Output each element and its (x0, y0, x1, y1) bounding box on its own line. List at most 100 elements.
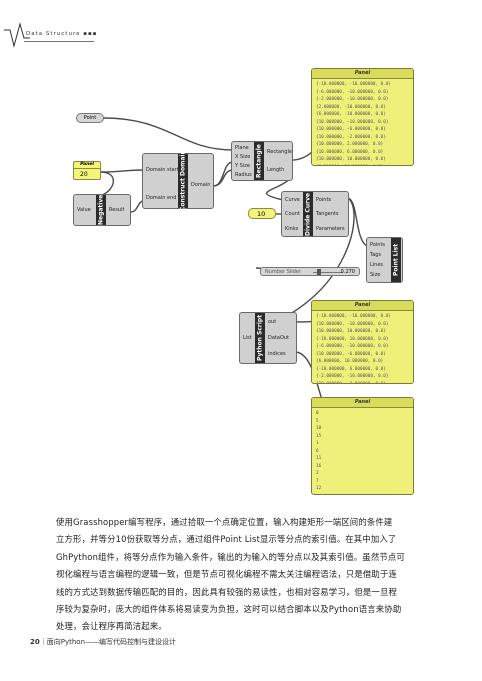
size-slider-label: Number Slider (265, 268, 301, 275)
rect-input-plane[interactable]: Plane (235, 145, 249, 151)
point-component[interactable]: Point (76, 113, 104, 123)
count-slider-value: 10 (257, 210, 266, 218)
panel-row: {6.000000, -10.000000, 0.0} (316, 112, 386, 117)
body-paragraph: 使用Grasshopper编写程序，通过拾取一个点确定位置，输入构建矩形一端区间… (56, 514, 436, 636)
panel-row: 7 (316, 478, 319, 484)
point-list-component[interactable]: Points Tags Lines Size Point List (366, 237, 403, 283)
paragraph-line: 使用Grasshopper编写程序，通过拾取一个点确定位置，输入构建矩形一端区间… (56, 517, 393, 527)
panel-row: {10.000000, 6.000000, 0.0} (316, 149, 384, 155)
divide-output-tangents[interactable]: Tangents (316, 211, 339, 217)
panel-row: 2 (316, 471, 319, 476)
construct-domain-component[interactable]: Domain start Domain end Construct Domain… (142, 150, 214, 212)
python-output-out[interactable]: out (268, 319, 277, 325)
header-rule (24, 41, 94, 42)
rect-input-ysize[interactable]: Y Size (235, 163, 250, 169)
size-slider-track[interactable] (313, 272, 343, 273)
python-input-list[interactable]: List (243, 335, 252, 341)
paragraph-line: 处理，会让程序再简洁起来。 (56, 621, 167, 632)
page-footer: 20｜面向Python——编写代码控制与建设设计 (30, 637, 176, 647)
panel-row: 1 (316, 441, 319, 446)
rectangle-title: Rectangle (254, 142, 264, 180)
divide-input-count[interactable]: Count (285, 211, 300, 217)
panel-points[interactable]: Panel {-10.000000, -10.000000, 0.0} {-6.0… (311, 68, 414, 166)
divide-input-kinks[interactable]: Kinks (285, 226, 299, 232)
rect-input-radius[interactable]: Radius (235, 172, 252, 178)
footer-text: ｜面向Python——编写代码控制与建设设计 (39, 638, 177, 646)
plist-input-tags[interactable]: Tags (370, 252, 382, 258)
construct-domain-title: Construct Domain (178, 150, 188, 212)
negative-input[interactable]: Value (77, 207, 91, 213)
paragraph-line: 序较为复杂时，庞大的组件体系将易读变为负担，这时可以结合脚本以及Python语言… (56, 604, 402, 615)
panel-dataout[interactable]: Panel {-10.000000, -10.000000, 0.0} {10.0… (311, 300, 414, 384)
running-header: Data Structure ▪▪▪ (26, 31, 98, 37)
point-list-title: Point List (391, 238, 401, 282)
plist-input-size[interactable]: Size (370, 272, 381, 278)
domain-output[interactable]: Domain (191, 182, 211, 188)
panel-row: {10.000000, -2.000000, 0.0} (316, 381, 386, 384)
domain-end-input[interactable]: Domain end (146, 195, 177, 201)
count-slider[interactable]: 10 (248, 208, 276, 219)
panel-indices-title: Panel (312, 398, 413, 408)
panel-row: {-6.000000, -10.000000, 0.0} (316, 344, 389, 349)
domain-start-input[interactable]: Domain start (146, 167, 179, 173)
panel-row: 16 (316, 463, 322, 469)
panel-row: {6.000000, 10.000000, 0.0} (316, 359, 384, 364)
panel-row: {10.000000, -10.000000, 0.0} (316, 119, 389, 125)
size-slider-value: 0.270 (340, 268, 355, 275)
divide-curve-title: Divide Curve (303, 192, 313, 236)
rectangle-component[interactable]: Plane X Size Y Size Radius Rectangle Rec… (231, 141, 293, 181)
negative-component[interactable]: Value Negative Result (73, 194, 131, 226)
panel-row: 5 (316, 418, 319, 424)
negative-output[interactable]: Result (109, 207, 125, 213)
divide-output-parameters[interactable]: Parameters (316, 226, 345, 232)
panel-row: 11 (316, 456, 322, 461)
panel-row: {-10.000000, 6.000000, 0.0} (316, 366, 386, 372)
panel-row: {10.000000, -6.000000, 0.0} (316, 351, 386, 357)
panel-row: {10.000000, 10.000000, 0.0} (316, 329, 386, 334)
point-label: Point (83, 115, 97, 121)
panel-row: {-2.000000, -10.000000, 0.0} (316, 374, 389, 379)
panel-row: {10.000000, -10.000000, 0.0} (316, 321, 389, 327)
header-decoration (4, 22, 30, 48)
plist-input-lines[interactable]: Lines (370, 262, 384, 268)
panel-row: {10.000000, 2.000000, 0.0} (316, 142, 384, 147)
python-output-indices[interactable]: indices (268, 351, 286, 357)
divide-input-curve[interactable]: Curve (285, 197, 300, 203)
size-slider[interactable]: Number Slider 0.270 (260, 267, 360, 276)
panel-row: {10.000000, -2.000000, 0.0} (316, 134, 386, 140)
python-script-title: Python Script (255, 313, 265, 363)
page-number: 20 (30, 638, 40, 646)
panel-row: {-2.000000, -10.000000, 0.0} (316, 97, 389, 102)
negative-title: Negative (96, 194, 106, 226)
panel-row: {6.000000, 10.000000, 0.0} (316, 164, 409, 166)
panel-row: {-10.000000, -10.000000, 0.0} (316, 314, 392, 319)
panel-row: {10.000000, -6.000000, 0.0} (316, 127, 386, 132)
panel-row: {10.000000, 10.000000, 0.0} (316, 157, 386, 162)
number-panel-value: 20 (80, 171, 88, 178)
number-panel[interactable]: Panel 20 (73, 161, 101, 180)
divide-output-points[interactable]: Points (316, 197, 332, 203)
paragraph-line: 视化编程与语言编程的逻辑一致，但是节点可视化编程不需太关注编程语法，只是借助于连 (56, 569, 397, 580)
rect-input-xsize[interactable]: X Size (235, 154, 251, 160)
python-output-dataout[interactable]: DataOut (268, 335, 290, 341)
python-script-component[interactable]: List Python Script out DataOut indices (239, 312, 297, 364)
rect-output-rectangle[interactable]: Rectangle (267, 149, 292, 155)
panel-row: 12 (316, 486, 322, 491)
panel-dataout-title: Panel (312, 301, 413, 311)
number-panel-title: Panel (74, 162, 100, 169)
panel-row: {-10.000000, -10.000000, 0.0} (316, 82, 392, 87)
paragraph-line: 线的方式达到数据传输匹配的目的，因此具有较强的易读性，也相对容易学习，但是一旦程 (56, 586, 397, 597)
rect-output-length[interactable]: Length (267, 167, 285, 173)
panel-row: {-10.000000, 10.000000, 0.0} (316, 336, 389, 342)
paragraph-line: 立方形，并等分10份获取等分点，通过组件Point List显示等分点的索引值。… (56, 534, 397, 545)
panel-row: 6 (316, 448, 319, 454)
panel-row: 10 (316, 426, 322, 431)
panel-points-title: Panel (312, 69, 413, 79)
size-slider-handle[interactable] (317, 269, 321, 275)
panel-row: {-6.000000, -10.000000, 0.0} (316, 89, 389, 95)
plist-input-points[interactable]: Points (370, 242, 386, 248)
panel-row: {2.000000, -10.000000, 0.0} (316, 104, 386, 110)
divide-curve-component[interactable]: Curve Count Kinks Divide Curve Points Ta… (281, 191, 349, 237)
